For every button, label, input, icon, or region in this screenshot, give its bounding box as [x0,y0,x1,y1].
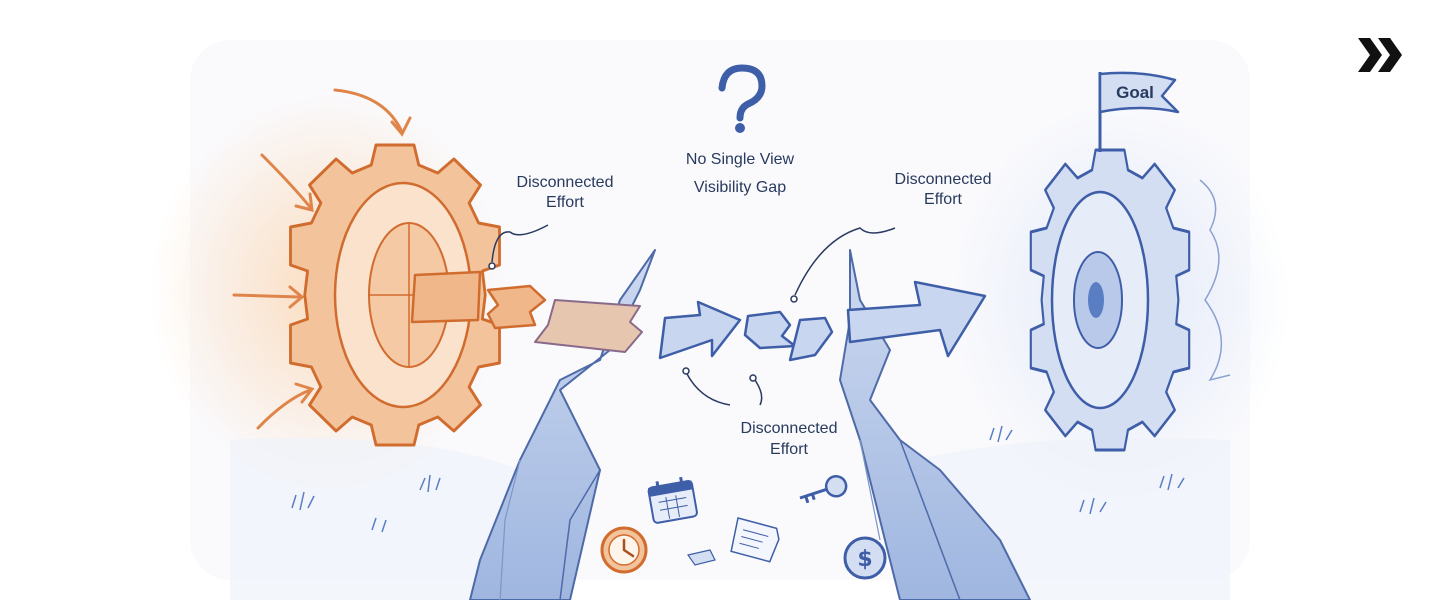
clock-icon [600,526,648,574]
right-gear-icon [1029,148,1191,452]
annotation-lines [488,224,896,406]
calendar-icon [647,476,698,524]
scribble [1199,179,1231,382]
goal-flag-text: Goal [1116,83,1154,102]
dollar-coin-icon: $ [843,536,887,580]
left-disconnected-label: Disconnected Effort [497,173,633,213]
flag-icon [1098,71,1180,152]
right-disconnected-label: Disconnected Effort [875,170,1011,210]
no-single-view-text: No Single View [685,151,795,168]
paper-scrap [686,549,716,566]
bottom-label-line-2: Effort [770,441,808,458]
broken-beam [410,270,987,362]
visibility-gap-label: No Single View Visibility Gap [660,146,820,202]
right-chasm [839,249,1031,600]
right-label-line-2: Effort [924,191,962,208]
chevron-double-right-icon[interactable] [1356,36,1406,74]
question-mark-icon [718,64,766,133]
bottom-label-line-1: Disconnected [740,420,838,437]
document-icon [730,517,780,563]
bottom-disconnected-label: Disconnected Effort [721,418,857,460]
left-label-line-2: Effort [546,194,584,211]
right-label-line-1: Disconnected [894,171,992,188]
left-label-line-1: Disconnected [516,174,614,191]
svg-text:$: $ [857,547,872,572]
key-icon [799,475,848,504]
grass [291,425,1185,533]
visibility-gap-text: Visibility Gap [693,179,787,196]
incoming-arrows [232,88,412,430]
left-gear-icon [289,143,501,447]
